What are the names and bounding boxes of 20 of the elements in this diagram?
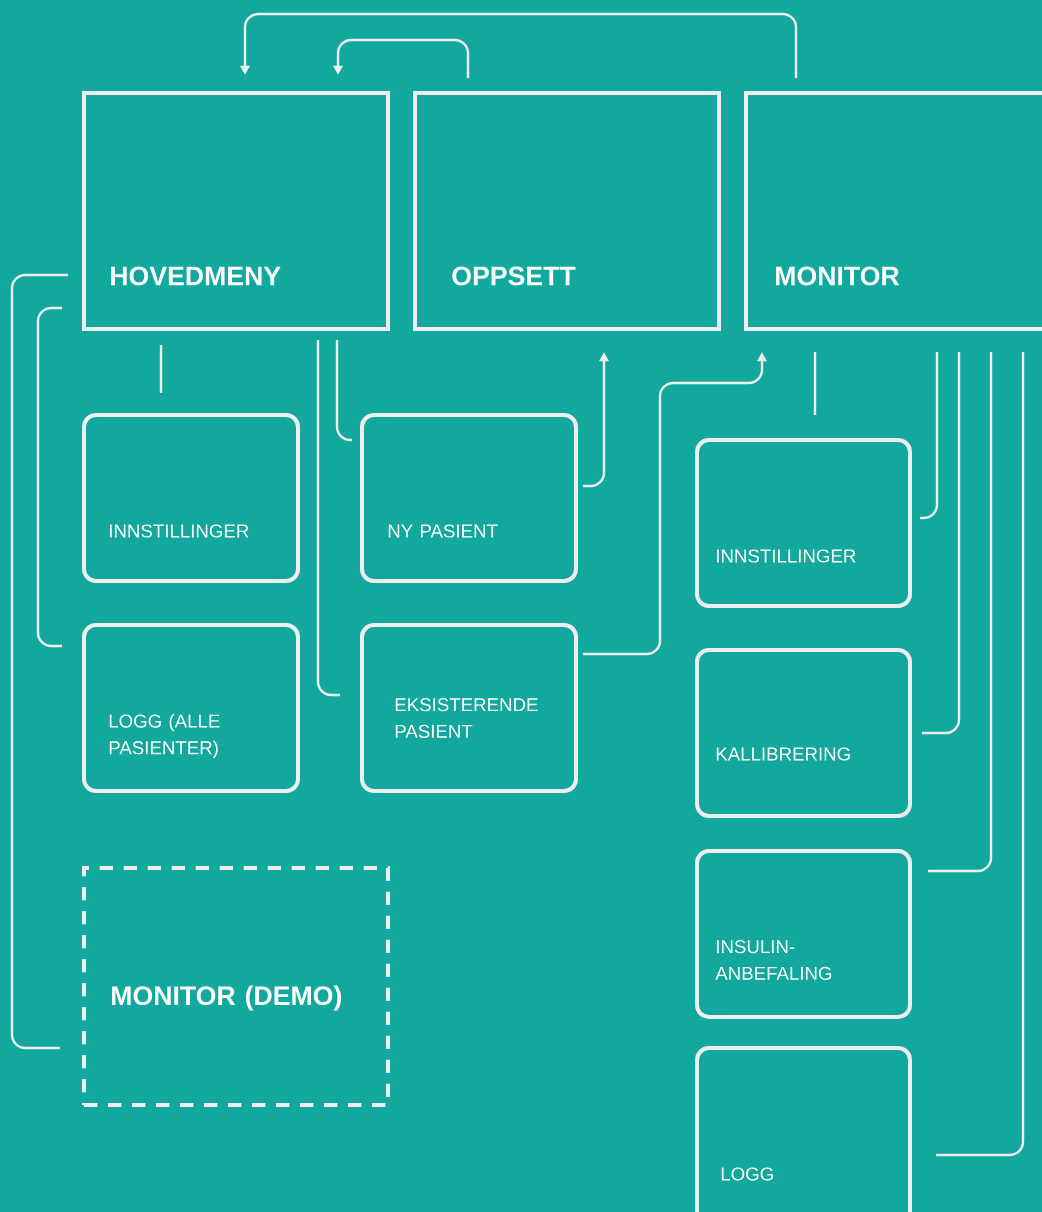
menu-box: LOGG: [695, 1046, 912, 1212]
menu-box: INNSTILLINGER: [695, 438, 912, 608]
connector: [316, 340, 340, 697]
connector: [813, 352, 817, 415]
connector: [936, 352, 1025, 1157]
connector: [159, 345, 163, 393]
menu-box: LOGG (ALLE PASIENTER): [82, 623, 300, 793]
menu-box: NY PASIENT: [360, 413, 578, 583]
screen-box: MONITOR: [744, 91, 1042, 331]
connector: [922, 352, 961, 735]
connector: [36, 306, 62, 648]
connector: [10, 273, 68, 1050]
screen-box: MONITOR (DEMO): [82, 866, 390, 1107]
menu-box: INSULIN- ANBEFALING: [695, 849, 912, 1019]
menu-box: INNSTILLINGER: [82, 413, 300, 583]
menu-box: KALLIBRERING: [695, 648, 912, 818]
connector: [928, 352, 993, 873]
menu-box: EKSISTERENDE PASIENT: [360, 623, 578, 793]
screen-box: OPPSETT: [413, 91, 721, 331]
screen-box: HOVEDMENY: [82, 91, 390, 331]
